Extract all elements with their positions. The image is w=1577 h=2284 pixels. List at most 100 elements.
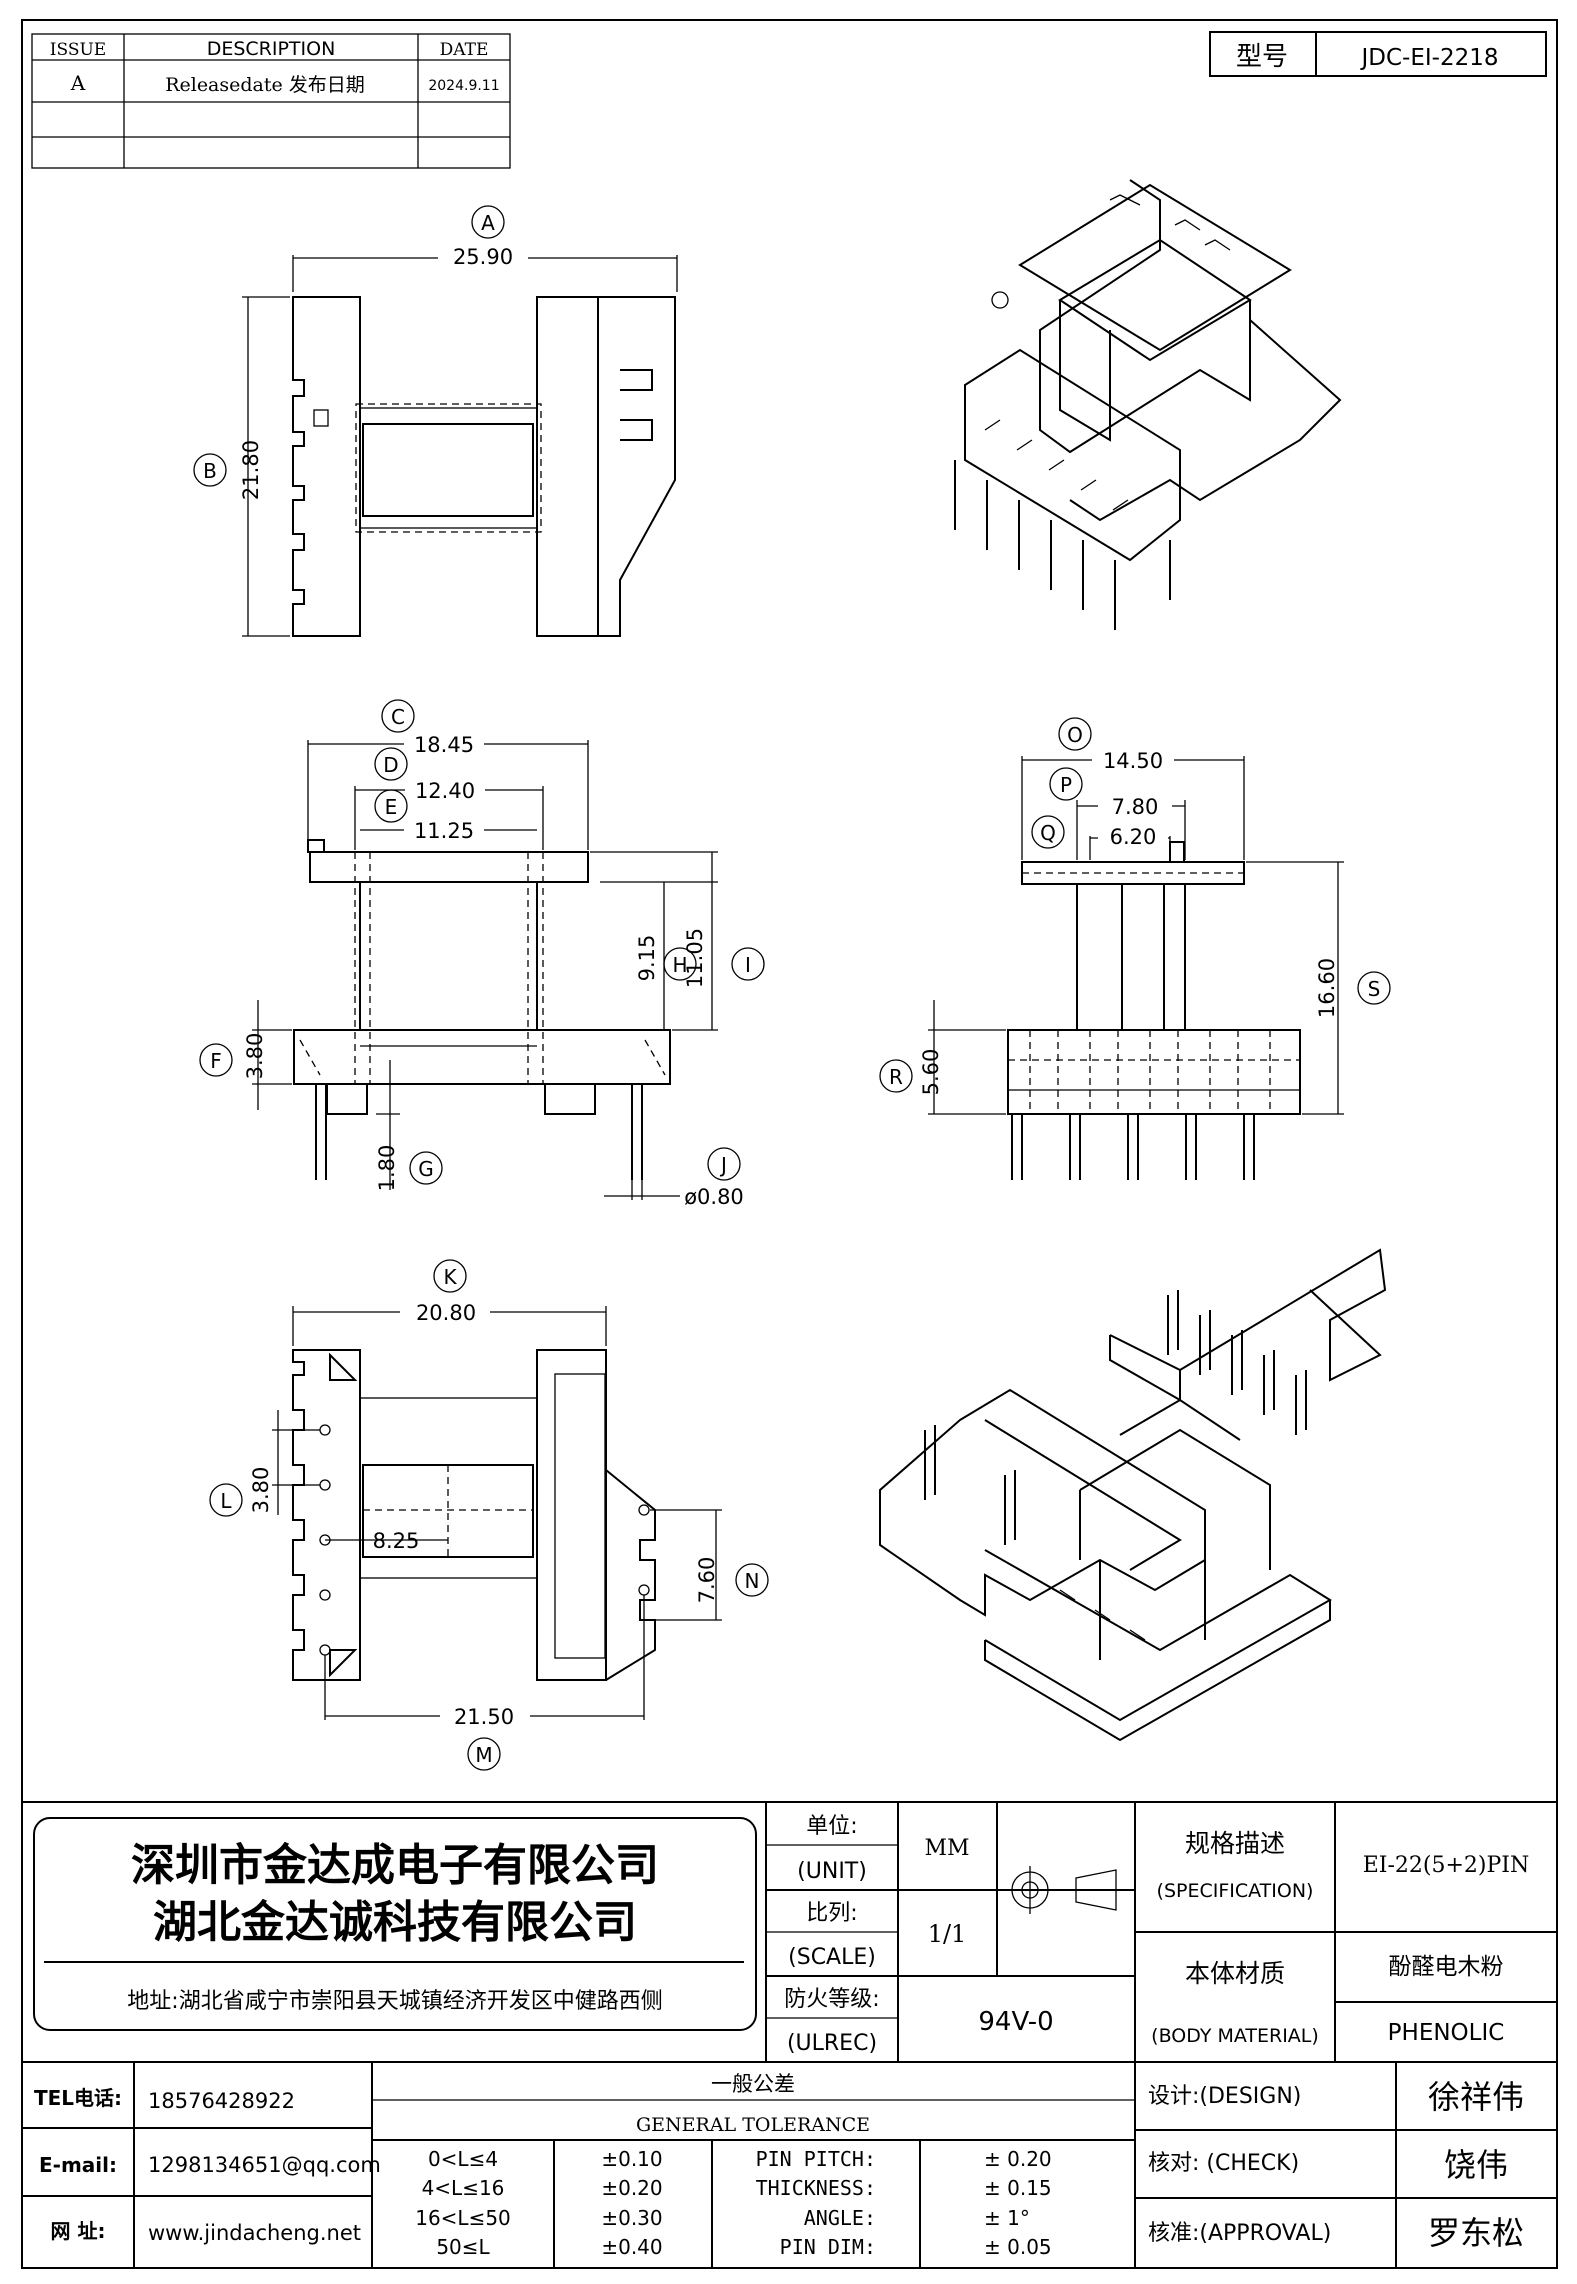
svg-text:J: J [719, 1153, 727, 1177]
bottom-view [292, 1349, 656, 1681]
svg-text:K: K [443, 1265, 457, 1289]
rev-description: Releasedate 发布日期 [165, 74, 365, 96]
design-name: 徐祥伟 [1428, 2078, 1524, 2116]
revision-table: ISSUE DESCRIPTION DATE A Releasedate 发布日… [31, 33, 511, 169]
tolerance-title-cn: 一般公差 [711, 2072, 795, 2096]
dim-S-value: 16.60 [1315, 958, 1339, 1018]
tol-range-2: 16<L≤50 [415, 2206, 511, 2230]
material-value-cn: 酚醛电木粉 [1389, 1954, 1504, 1980]
side-view [1007, 841, 1301, 1180]
rev-header-date: DATE [440, 40, 489, 60]
dim-B-value: 21.80 [239, 440, 263, 500]
svg-text:E: E [385, 795, 398, 819]
tol-item-value-0: ± 0.20 [984, 2147, 1052, 2171]
projection-symbol [1006, 1866, 1126, 1914]
check-label: 核对: (CHECK) [1148, 2151, 1299, 2176]
tol-item-0: PIN PITCH: [756, 2147, 876, 2171]
dim-C-value: 18.45 [414, 733, 474, 757]
email-value: 1298134651@qq.com [148, 2153, 381, 2177]
rev-header-description: DESCRIPTION [207, 38, 336, 60]
tol-value-0: ±0.10 [601, 2147, 662, 2171]
company-name-1: 深圳市金达成电子有限公司 [131, 1840, 659, 1891]
dim-M-value: 21.50 [454, 1705, 514, 1729]
ulrec-label-en: (ULREC) [787, 2031, 877, 2056]
dim-A-value: 25.90 [453, 245, 513, 269]
ulrec-value: 94V-0 [978, 2007, 1053, 2037]
tel-value: 18576428922 [148, 2089, 295, 2113]
dim-N: 7.60 N [650, 1509, 769, 1621]
dim-inner-value: 8.25 [373, 1529, 420, 1553]
web-label: 网 址: [51, 2219, 106, 2243]
svg-text:H: H [672, 953, 687, 977]
design-label: 设计:(DESIGN) [1148, 2084, 1301, 2109]
material-value-en: PHENOLIC [1388, 2020, 1505, 2046]
company-name-2: 湖北金达诚科技有限公司 [153, 1897, 637, 1948]
tol-item-3: PIN DIM: [780, 2235, 876, 2259]
dim-P: P 7.80 [1049, 767, 1186, 860]
tol-item-1: THICKNESS: [756, 2176, 876, 2200]
svg-text:I: I [745, 953, 751, 977]
front-view [293, 839, 671, 1180]
email-label: E-mail: [39, 2153, 117, 2177]
tol-range-1: 4<L≤16 [422, 2176, 505, 2200]
rev-header-issue: ISSUE [50, 40, 106, 60]
dim-R: 5.60 R [879, 1000, 1006, 1115]
scale-label-cn: 比列: [806, 1901, 857, 1926]
dim-J: J ø0.80 [604, 1147, 744, 1209]
dim-Q: Q 6.20 [1031, 815, 1171, 860]
dim-H-I: 9.15 H 11.05 I [590, 851, 765, 1031]
dim-F-value: 3.80 [243, 1033, 267, 1080]
dim-D-value: 12.40 [415, 779, 475, 803]
tol-value-2: ±0.30 [601, 2206, 662, 2230]
dim-Q-value: 6.20 [1110, 825, 1157, 849]
dim-J-value: ø0.80 [684, 1185, 744, 1209]
svg-text:S: S [1368, 977, 1381, 1001]
svg-text:C: C [391, 705, 405, 729]
svg-text:A: A [481, 211, 495, 235]
tol-item-value-1: ± 0.15 [984, 2176, 1052, 2200]
dim-A: A 25.90 [292, 205, 678, 292]
spec-label-cn: 规格描述 [1185, 1829, 1285, 1858]
dim-K: K 20.80 [292, 1259, 607, 1346]
scale-label-en: (SCALE) [788, 1945, 876, 1970]
dim-G-value: 1.80 [375, 1145, 399, 1192]
tol-item-value-2: ± 1° [984, 2206, 1030, 2230]
sheet-border [21, 19, 1558, 2269]
svg-text:D: D [383, 753, 398, 777]
spec-label-en: (SPECIFICATION) [1157, 1880, 1314, 1902]
tol-value-3: ±0.40 [601, 2235, 662, 2259]
dim-N-value: 7.60 [695, 1557, 719, 1604]
svg-text:M: M [475, 1743, 492, 1767]
dim-S: 16.60 S [1246, 861, 1391, 1115]
svg-text:G: G [418, 1157, 434, 1181]
svg-text:P: P [1060, 773, 1072, 797]
material-label-en: (BODY MATERIAL) [1151, 2025, 1319, 2047]
approval-name: 罗东松 [1428, 2214, 1524, 2252]
rev-date: 2024.9.11 [428, 78, 499, 94]
dim-K-value: 20.80 [416, 1301, 476, 1325]
tel-label: TEL电话: [34, 2086, 122, 2110]
approval-label: 核准:(APPROVAL) [1148, 2221, 1331, 2246]
dim-C: C 18.45 [307, 699, 589, 850]
dim-L: 3.80 L [209, 1410, 320, 1517]
dim-H-value: 9.15 [635, 935, 659, 982]
unit-value: MM [924, 1836, 969, 1861]
unit-label-cn: 单位: [806, 1814, 857, 1839]
dim-E: E 11.25 [360, 789, 537, 843]
web-value: www.jindacheng.net [148, 2221, 361, 2245]
scale-value: 1/1 [928, 1920, 967, 1948]
isometric-view-1 [954, 179, 1342, 630]
unit-label-en: (UNIT) [797, 1859, 867, 1884]
top-view [292, 296, 676, 637]
tol-range-3: 50≤L [436, 2235, 490, 2259]
dim-O-value: 14.50 [1103, 749, 1163, 773]
tol-range-0: 0<L≤4 [428, 2147, 498, 2171]
svg-text:F: F [210, 1049, 222, 1073]
svg-text:O: O [1067, 723, 1083, 747]
dim-I-value: 11.05 [683, 928, 707, 988]
dim-P-value: 7.80 [1112, 795, 1159, 819]
dim-R-value: 5.60 [919, 1049, 943, 1096]
company-address: 地址:湖北省咸宁市崇阳县天城镇经济开发区中健路西侧 [127, 1989, 662, 2014]
part-number-box: 型号 JDC-EI-2218 [1209, 31, 1547, 77]
